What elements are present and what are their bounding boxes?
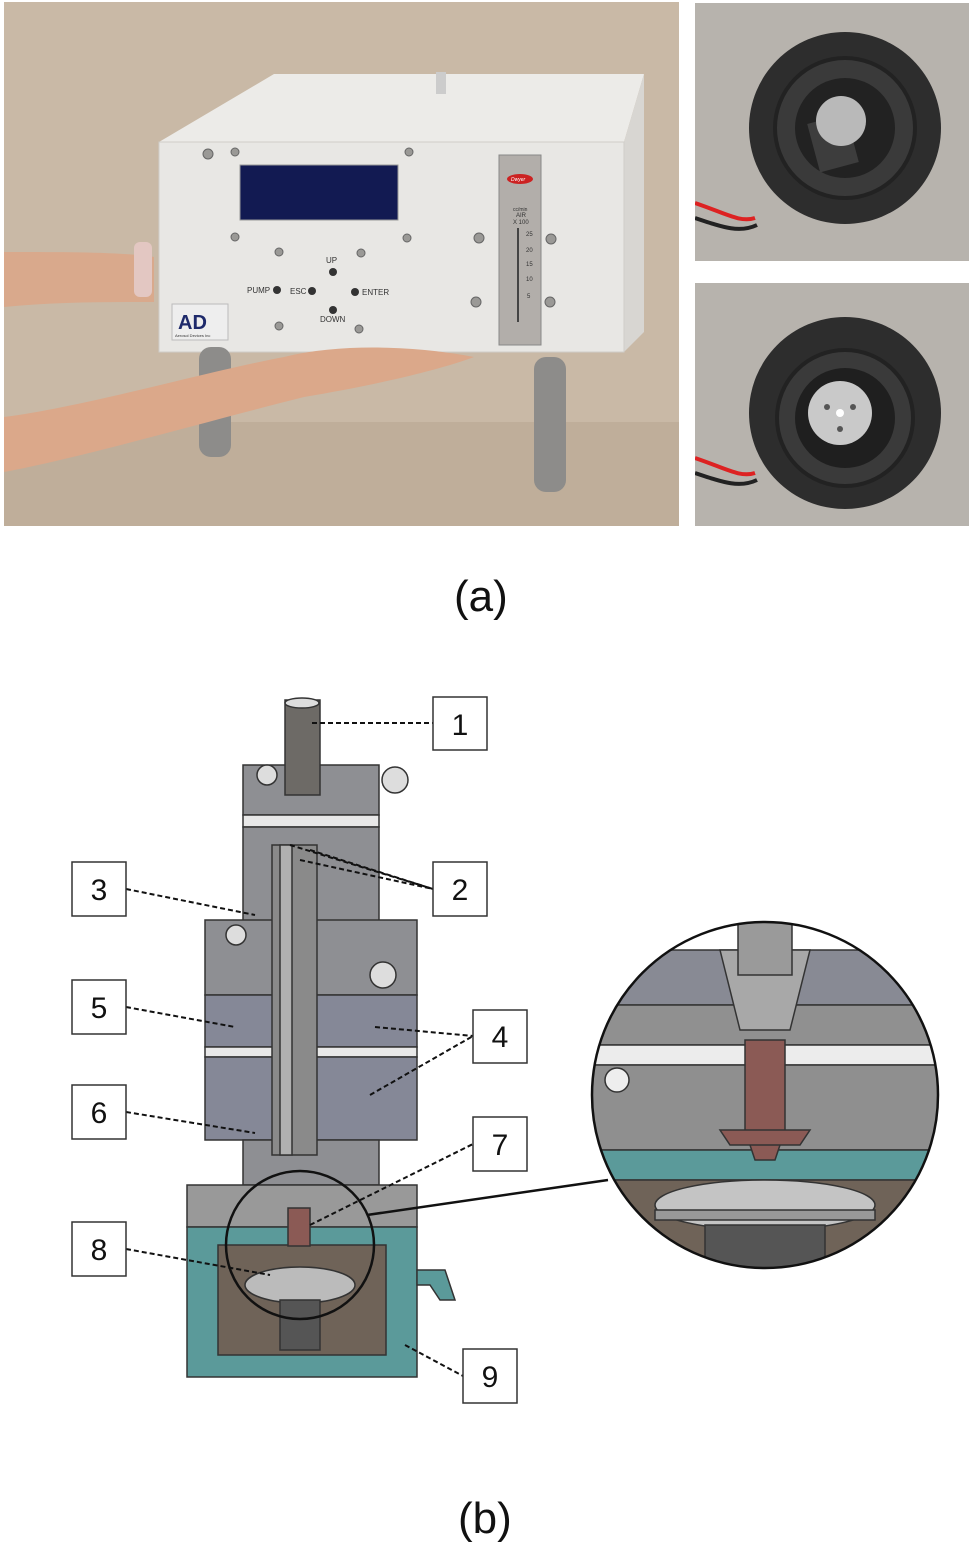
sensor-photo-open xyxy=(695,283,969,526)
label-9: 9 xyxy=(482,1361,499,1394)
scale-10: 10 xyxy=(526,277,533,283)
label-2: 2 xyxy=(452,874,469,907)
device-photo: PUMP ESC UP ENTER DOWN AD Aerosol Device… xyxy=(4,2,679,526)
caption-b: (b) xyxy=(458,1494,512,1543)
label-3: 3 xyxy=(91,874,108,907)
flowmeter-brand: Dwyer xyxy=(511,177,526,183)
pump-label: PUMP xyxy=(247,286,270,295)
flowmeter xyxy=(498,154,542,346)
flowmeter-multiplier: X 100 xyxy=(513,220,529,226)
label-5: 5 xyxy=(91,992,108,1025)
cross-section-diagram: 1 2 3 4 5 6 7 8 9 xyxy=(71,696,940,1404)
sensor-photo-covered xyxy=(695,3,969,261)
label-4: 4 xyxy=(492,1021,509,1054)
lcd-display xyxy=(239,164,399,221)
scale-15: 15 xyxy=(526,262,533,268)
label-1: 1 xyxy=(452,709,469,742)
enter-label: ENTER xyxy=(362,288,389,297)
label-6: 6 xyxy=(91,1097,108,1130)
label-7: 7 xyxy=(492,1129,509,1162)
scale-5: 5 xyxy=(527,294,531,300)
scale-25: 25 xyxy=(526,232,533,238)
down-label: DOWN xyxy=(320,315,346,324)
esc-label: ESC xyxy=(290,287,307,296)
logo-text: Aerosol Devices Inc xyxy=(175,333,210,338)
caption-a: (a) xyxy=(454,572,508,621)
flowmeter-unit: cc/min xyxy=(513,207,528,213)
label-8: 8 xyxy=(91,1234,108,1267)
flowmeter-gas: AIR xyxy=(516,213,527,219)
scale-20: 20 xyxy=(526,248,533,254)
logo: AD xyxy=(178,312,207,334)
up-label: UP xyxy=(326,256,337,265)
